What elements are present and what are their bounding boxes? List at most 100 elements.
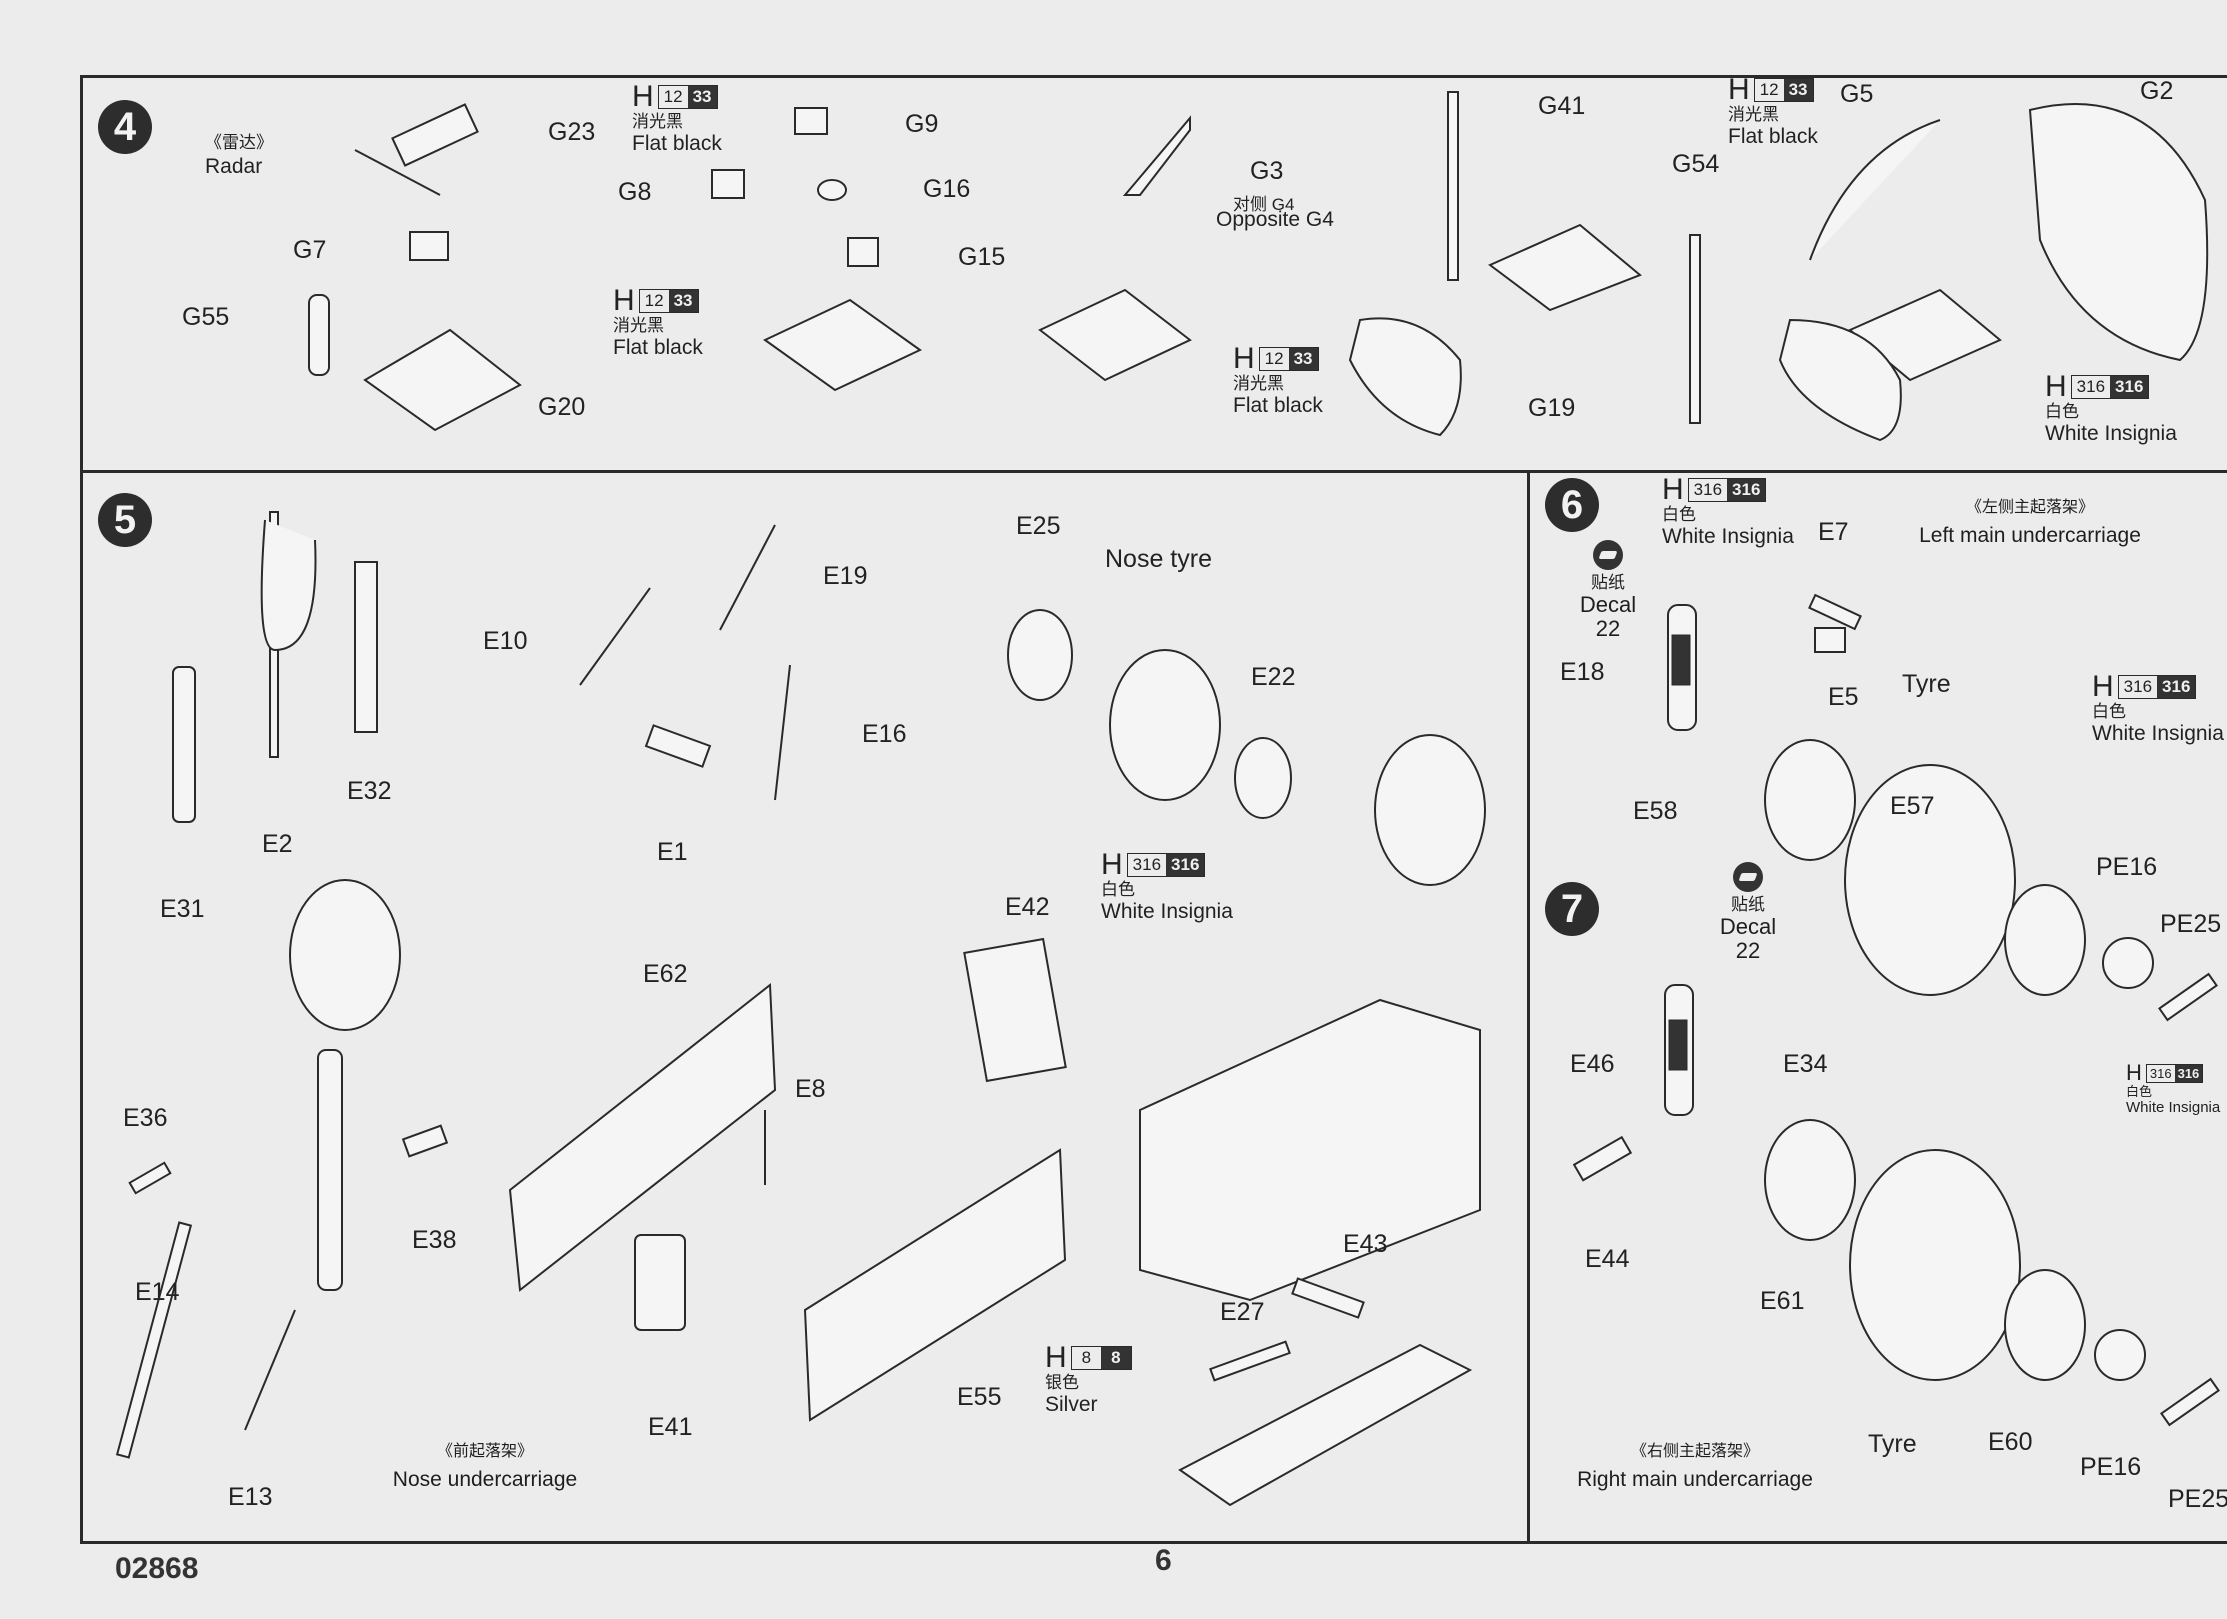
part-e27: [1209, 1340, 1291, 1382]
part-label-g54: G54: [1672, 150, 1720, 178]
paint-name-cn: 白色: [2092, 702, 2126, 721]
paint-name-en: Flat black: [632, 132, 722, 156]
part-label-e13: E13: [228, 1483, 273, 1511]
part-e36: [128, 1161, 172, 1195]
part-label-e44: E44: [1585, 1245, 1630, 1273]
step-number-badge: 5: [98, 493, 152, 547]
part-g2: [2028, 103, 2209, 362]
paint-code-a: 12: [1264, 349, 1284, 368]
paint-name-cn: 银色: [1045, 1373, 1079, 1392]
decal-22-band-right: [1668, 1019, 1688, 1071]
paint-brand-prefix: H: [1728, 73, 1750, 106]
part-label-e7: E7: [1818, 518, 1849, 546]
paint-name-cn: 消光黑: [1728, 105, 1779, 124]
caption-cn: 《左侧主起落架》: [1965, 499, 2094, 516]
paint-brand-prefix: H: [1233, 342, 1255, 375]
part-label-e60: E60: [1988, 1428, 2033, 1456]
part-label-e18: E18: [1560, 658, 1605, 686]
part-e58: [1764, 739, 1856, 861]
part-e16: [774, 664, 791, 801]
part-g3: [1122, 115, 1191, 196]
paint-name-en: White Insignia: [2126, 1099, 2221, 1117]
caption-en: Right main undercarriage: [1577, 1468, 1813, 1491]
part-e57: [2004, 884, 2086, 996]
part-g54: [1689, 234, 1701, 424]
paint-code-a: 316: [2149, 1065, 2172, 1081]
paint-code-b: 316: [1727, 479, 1766, 501]
paint-code-a: 12: [1759, 80, 1779, 99]
part-label-e58: E58: [1633, 797, 1678, 825]
part-label-e42: E42: [1005, 893, 1050, 921]
paint-name-en: White Insignia: [2045, 422, 2177, 446]
part-label-e41: E41: [648, 1413, 693, 1441]
step-number-badge: 4: [98, 100, 152, 154]
part-pe16-right: [2094, 1329, 2146, 1381]
part-label-g9: G9: [905, 110, 939, 138]
paint-code-a: 316: [1693, 480, 1723, 499]
part-e5: [1814, 627, 1846, 653]
paint-name-cn: 白色: [1101, 880, 1135, 899]
part-label-e25: E25: [1016, 512, 1061, 540]
part-label-e19: E19: [823, 562, 868, 590]
instruction-frame: [80, 75, 2227, 1544]
part-label-pe16: PE16: [2080, 1453, 2142, 1481]
paint-name-cn: 白色: [1662, 505, 1696, 524]
part-label-e5: E5: [1828, 683, 1859, 711]
part-label-g3: G3: [1250, 157, 1284, 185]
paint-code-a: 316: [2076, 377, 2106, 396]
tyre-label: Tyre: [1868, 1430, 1917, 1458]
part-label-e62: E62: [643, 960, 688, 988]
paint-name-cn: 白色: [2045, 402, 2079, 421]
step-divider-vertical: [1527, 470, 1530, 1544]
part-e22: [1234, 737, 1292, 819]
part-e31: [172, 666, 196, 823]
bay-floor: [1178, 1343, 1473, 1507]
part-g16: [817, 179, 847, 201]
step-caption-left-main: 《左侧主起落架》 Left main undercarriage: [1905, 496, 2155, 552]
part-e61: [1764, 1119, 1856, 1241]
paint-name-cn: 白色: [2126, 1084, 2153, 1099]
part-label-pe25: PE25: [2160, 910, 2222, 938]
part-label-e22: E22: [1251, 663, 1296, 691]
paint-code-b: 33: [1783, 79, 1813, 101]
part-label-e57: E57: [1890, 792, 1935, 820]
part-label-g41: G41: [1538, 92, 1586, 120]
part-label-e27: E27: [1220, 1298, 1265, 1326]
part-label-g15: G15: [958, 243, 1006, 271]
part-label-e55: E55: [957, 1383, 1002, 1411]
part-e10: [579, 587, 651, 686]
paint-code-a: 12: [644, 291, 664, 310]
radar-base-assembly: [763, 298, 922, 392]
paint-name-en: White Insignia: [1662, 525, 1794, 549]
decal-number: 22: [1595, 615, 1621, 641]
part-pe16-left: [2102, 937, 2154, 989]
part-label-g5: G5: [1840, 80, 1874, 108]
paint-code-b: 33: [687, 86, 717, 108]
decal-icon: [1733, 862, 1763, 892]
page-number: 6: [1155, 1544, 1172, 1577]
paint-name-en: Silver: [1045, 1393, 1098, 1417]
part-e46-e44: [1572, 1135, 1633, 1182]
radar-assembly-final-dish: [1778, 318, 1902, 442]
paint-name-en: Flat black: [1233, 394, 1323, 418]
part-label-e38: E38: [412, 1226, 457, 1254]
part-e55: [803, 1148, 1067, 1422]
part-label-e8: E8: [795, 1075, 826, 1103]
step-caption-nose-undercarriage: 《前起落架》 Nose undercarriage: [370, 1440, 600, 1496]
paint-brand-prefix: H: [2126, 1060, 2142, 1085]
paint-code-a: 12: [663, 87, 683, 106]
paint-code-b: 316: [2157, 676, 2196, 698]
step-title-cn: 《雷达》: [205, 133, 273, 152]
paint-name-cn: 消光黑: [613, 316, 664, 335]
